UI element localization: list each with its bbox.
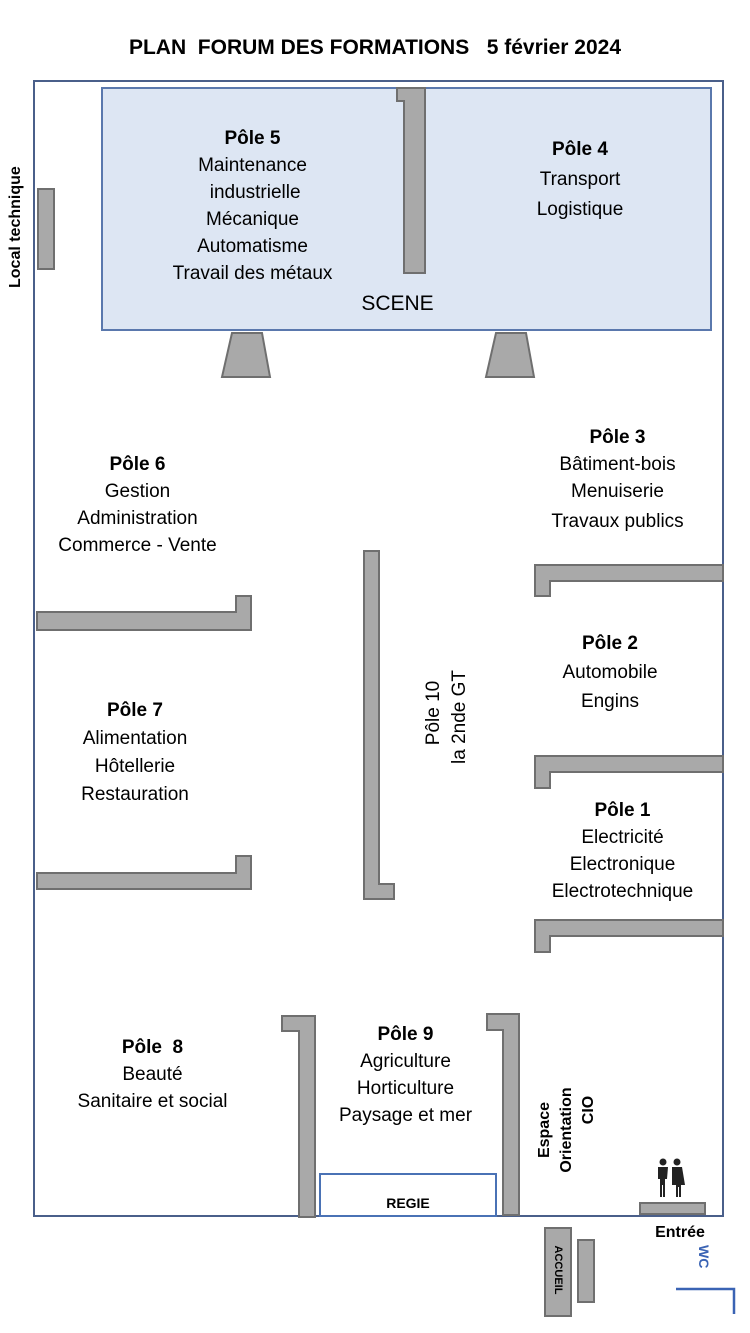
pole-5-line: Automatisme — [197, 236, 308, 257]
pole-8-line: Sanitaire et social — [77, 1091, 228, 1112]
pole-7-line: Restauration — [81, 784, 189, 805]
pole-4-line: Logistique — [536, 199, 624, 220]
wall-pole7-pole8 — [36, 855, 252, 890]
pole-5-title: Pôle 5 — [224, 128, 281, 149]
pole-6-line: Administration — [77, 508, 198, 529]
pole-2: Pôle 2 Automobile Engins — [530, 629, 690, 716]
pole-6-line: Gestion — [104, 481, 171, 502]
pole-5-line: Mécanique — [206, 209, 299, 230]
wall-pole9-right — [486, 1013, 520, 1216]
wall-pole10 — [363, 550, 395, 900]
stage-step-right — [484, 332, 536, 378]
pole-2-title: Pôle 2 — [582, 633, 638, 654]
pole-3-title: Pôle 3 — [589, 427, 646, 448]
pole-5-line: Maintenance — [198, 155, 307, 176]
pole-3-line: Bâtiment-bois — [559, 454, 676, 475]
pole-7-line: Alimentation — [82, 728, 188, 749]
accueil-desk — [544, 1227, 572, 1317]
pole-6: Pôle 6 Gestion Administration Commerce -… — [40, 451, 235, 559]
pole-7-title: Pôle 7 — [107, 700, 163, 721]
local-technique-block — [37, 188, 55, 270]
pole-7: Pôle 7 Alimentation Hôtellerie Restaurat… — [55, 697, 215, 809]
pole-10-line: la 2nde GT — [449, 670, 470, 764]
pole-7-line: Hôtellerie — [94, 756, 176, 777]
pole-2-line: Engins — [580, 691, 640, 712]
stage-divider-wall — [396, 87, 426, 274]
stage-step-left — [220, 332, 272, 378]
pole-8-title: Pôle 8 — [121, 1037, 184, 1058]
pole-4-title: Pôle 4 — [552, 139, 608, 160]
wall-pole9-left — [281, 1015, 316, 1218]
pole-9-line: Paysage et mer — [338, 1105, 473, 1126]
pole-1-title: Pôle 1 — [594, 800, 651, 821]
orientation-line: Orientation — [558, 1087, 575, 1173]
pole-6-line: Commerce - Vente — [58, 535, 217, 556]
pole-1-line: Electricité — [581, 827, 664, 848]
pole-1-line: Electronique — [569, 854, 676, 875]
plan-title: PLAN FORUM DES FORMATIONS 5 février 2024 — [128, 36, 622, 59]
pole-8: Pôle 8 Beauté Sanitaire et social — [55, 1034, 250, 1115]
pole-9: Pôle 9 Agriculture Horticulture Paysage … — [318, 1021, 493, 1129]
pole-3-line: Menuiserie — [571, 481, 664, 502]
entrance-mat — [639, 1202, 706, 1215]
pole-9-line: Agriculture — [360, 1051, 451, 1072]
espace-orientation-cio: Espace Orientation CIO — [520, 1080, 610, 1180]
pole-3-line: Travaux publics — [551, 511, 684, 532]
local-technique-label: Local technique — [7, 166, 24, 288]
pole-2-line: Automobile — [562, 662, 658, 683]
pole-5-line: industrielle — [204, 182, 301, 203]
pole-3: Pôle 3 Bâtiment-bois Menuiserie Travaux … — [525, 424, 710, 535]
pole-5-line: Travail des métaux — [172, 263, 333, 284]
pole-1: Pôle 1 Electricité Electronique Electrot… — [530, 797, 715, 905]
espace-line: Espace — [536, 1101, 553, 1159]
pole-10-title: Pôle 10 — [423, 680, 444, 746]
pole-1-line: Electrotechnique — [551, 881, 694, 902]
wall-pole1-south — [534, 919, 724, 953]
wc-label: WC — [696, 1245, 712, 1269]
accueil-side — [577, 1239, 595, 1303]
restroom-people-icon — [658, 1158, 685, 1197]
entree-label: Entrée — [655, 1224, 705, 1241]
pole-4: Pôle 4 Transport Logistique — [510, 135, 650, 225]
wall-pole6-pole7 — [36, 595, 252, 631]
pole-8-line: Beauté — [122, 1064, 183, 1085]
stage-label: SCENE — [361, 292, 434, 315]
regie-box: REGIE — [319, 1173, 497, 1217]
pole-9-line: Horticulture — [356, 1078, 455, 1099]
accueil-label: ACCUEIL — [552, 1245, 564, 1295]
wall-pole2-pole1 — [534, 755, 724, 789]
pole-6-title: Pôle 6 — [109, 454, 166, 475]
pole-5: Pôle 5 Maintenance industrielle Mécaniqu… — [150, 125, 355, 287]
pole-9-title: Pôle 9 — [377, 1024, 434, 1045]
pole-4-line: Transport — [539, 169, 621, 190]
wc-arrow — [676, 1287, 736, 1314]
wall-pole3-pole2 — [534, 564, 724, 597]
cio-line: CIO — [580, 1095, 597, 1125]
